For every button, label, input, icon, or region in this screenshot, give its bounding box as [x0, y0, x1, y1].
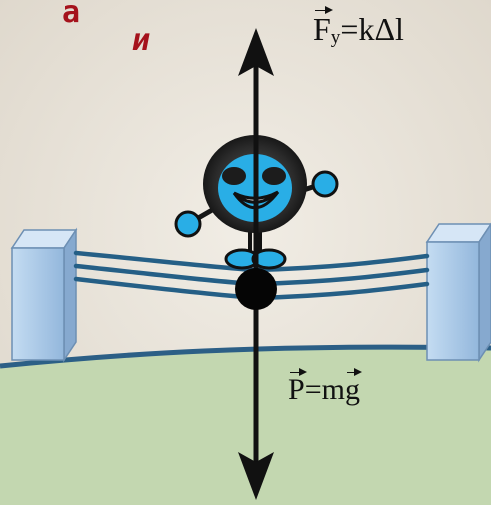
- weight-formula: P=mg: [288, 368, 362, 406]
- force-subscript: у: [330, 26, 341, 48]
- weight-mass: m: [321, 373, 345, 406]
- weight-equals: =: [304, 373, 322, 406]
- weight-symbol: P: [288, 368, 307, 406]
- ground-edge: [0, 344, 491, 369]
- ground: [0, 346, 491, 505]
- right-post-icon: [425, 222, 491, 363]
- elastic-force-formula: Fу=kΔl: [313, 6, 404, 48]
- left-post-icon: [10, 227, 78, 363]
- body-point-icon: [235, 268, 277, 310]
- force-expression: kΔl: [358, 11, 404, 47]
- force-equals: =: [340, 11, 359, 47]
- force-symbol: F: [313, 6, 333, 47]
- gravity-symbol: g: [344, 368, 362, 406]
- force-arrow-icon: [238, 28, 274, 500]
- corner-letter-a: а: [62, 0, 81, 30]
- corner-letter-i: и: [132, 23, 151, 58]
